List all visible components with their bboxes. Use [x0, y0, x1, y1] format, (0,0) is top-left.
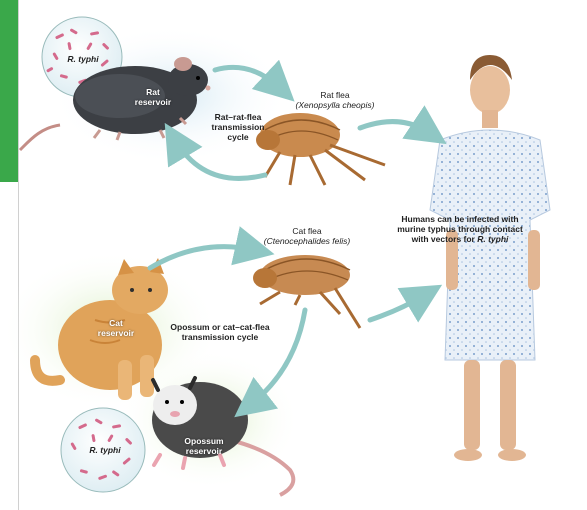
rat-reservoir-label: Rat reservoir — [128, 87, 178, 107]
human-infection-label: Humans can be infected with murine typhu… — [395, 214, 525, 244]
cat-reservoir-label: Cat reservoir — [88, 318, 144, 338]
cat-flea-illustration — [253, 255, 360, 328]
human-illustration — [430, 55, 550, 461]
rtyphi-label-top: R. typhi — [62, 54, 104, 64]
opossum-cycle-label: Opossum or cat–cat-flea transmission cyc… — [160, 322, 280, 342]
opossum-reservoir-label: Opossum reservoir — [176, 436, 232, 456]
rat-cycle-label: Rat–rat-flea transmission cycle — [198, 112, 278, 142]
cat-flea-label: Cat flea (Ctenocephalides felis) — [252, 226, 362, 246]
rtyphi-label-bottom: R. typhi — [84, 445, 126, 455]
arrow-catflea-to-human — [370, 295, 425, 320]
rat-flea-label: Rat flea (Xenopsylla cheopis) — [290, 90, 380, 110]
arrow-ratflea-to-human — [360, 122, 430, 133]
